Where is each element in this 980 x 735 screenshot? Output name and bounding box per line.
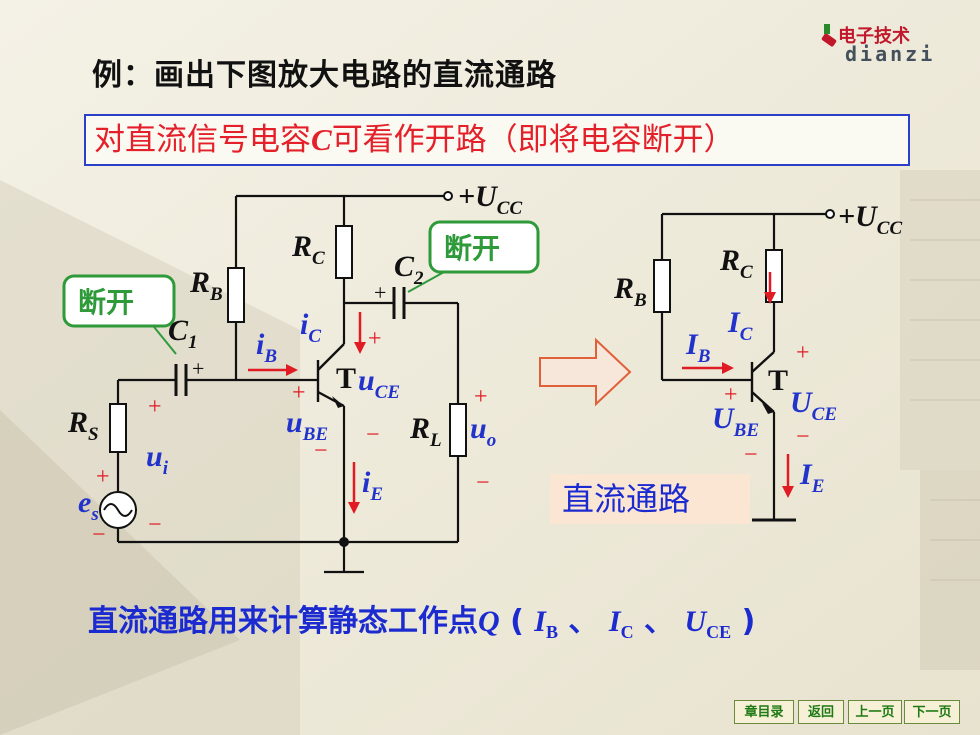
label-ib-right: IB xyxy=(685,328,710,367)
label-c2: C2 xyxy=(394,250,424,289)
bottom-uce: U xyxy=(684,605,707,638)
minus-es: − xyxy=(92,522,106,548)
callout-text-2: 断开 xyxy=(444,232,500,265)
minus-ube: − xyxy=(314,438,328,464)
plus-ube: + xyxy=(292,380,306,406)
label-rb-right: RB xyxy=(613,272,647,311)
label-rb-left: RB xyxy=(189,266,223,305)
logo-text-cn: 电子技术 xyxy=(838,26,910,47)
vcc-terminal-right xyxy=(825,209,835,219)
note-symbol: C xyxy=(311,122,332,157)
plus-c1: + xyxy=(192,356,204,381)
callout-open-2 xyxy=(407,220,540,293)
next-page-button[interactable]: 下一页 xyxy=(904,700,960,724)
label-vcc-left: +UCC xyxy=(458,180,522,219)
right-current-arrows xyxy=(682,272,794,498)
label-rs: RS xyxy=(67,406,99,445)
transform-arrow xyxy=(539,337,632,407)
transistor-right xyxy=(750,351,775,413)
bottom-ic: I xyxy=(608,605,621,638)
logo-icon xyxy=(821,24,837,47)
minus-ui: − xyxy=(148,512,162,538)
label-rl: RL xyxy=(409,412,442,451)
label-transistor-left: T xyxy=(336,362,356,395)
minus-ube-right: − xyxy=(744,442,758,468)
rs-resistor xyxy=(109,403,127,453)
page-title: 例：画出下图放大电路的直流通路 xyxy=(92,58,557,93)
label-vcc-right: +UCC xyxy=(838,200,902,239)
minus-uo: − xyxy=(476,470,490,496)
note-box: 对直流信号电容C可看作开路（即将电容断开） xyxy=(84,114,910,166)
label-ie-left: iE xyxy=(362,466,383,505)
label-ube-right: UBE xyxy=(712,402,759,441)
bottom-sep2: 、 xyxy=(633,604,685,639)
c1-capacitor xyxy=(174,364,188,396)
label-es: es xyxy=(78,486,99,525)
note-prefix: 对直流信号电容 xyxy=(94,122,311,158)
logo-text-en: dianzi xyxy=(845,42,936,66)
plus-uce: + xyxy=(368,326,382,352)
callout-open-1 xyxy=(62,274,177,355)
bottom-uce-sub: CE xyxy=(706,622,732,642)
plus-uo: + xyxy=(474,384,488,410)
emitter-arrow-right xyxy=(762,403,774,414)
plus-rs: + xyxy=(148,394,162,420)
back-button[interactable]: 返回 xyxy=(798,700,844,724)
vcc-terminal-left xyxy=(443,191,453,201)
bottom-sep1: 、 xyxy=(557,604,609,639)
sine-icon xyxy=(103,503,133,517)
label-transistor-right: T xyxy=(768,364,788,397)
dc-path-label: 直流通路 xyxy=(562,480,690,518)
bottom-q: Q xyxy=(478,605,500,638)
minus-uce: − xyxy=(366,422,380,448)
plus-uce-right: + xyxy=(796,340,810,366)
bottom-statement: 直流通路用来计算静态工作点Q ( IB 、 IC 、 UCE ) xyxy=(88,596,755,643)
ground-node-left xyxy=(339,537,349,547)
bottom-ib: I xyxy=(534,605,546,638)
rl-resistor xyxy=(449,403,467,457)
callout-text-1: 断开 xyxy=(78,286,134,319)
rc-resistor-left xyxy=(335,225,353,279)
plus-c2: + xyxy=(374,280,386,305)
bottom-ib-sub: B xyxy=(545,622,558,642)
right-circuit-wires xyxy=(660,212,826,522)
plus-es: + xyxy=(96,464,110,490)
c2-capacitor xyxy=(392,287,406,319)
label-rc-right: RC xyxy=(719,244,753,283)
label-rc-left: RC xyxy=(291,230,325,269)
label-uce-right: UCE xyxy=(790,386,837,425)
logo xyxy=(821,24,837,47)
label-ic-left: iC xyxy=(300,308,321,347)
bottom-paren-open: ( xyxy=(499,604,535,639)
prev-page-button[interactable]: 上一页 xyxy=(848,700,902,724)
rb-resistor-left xyxy=(227,267,245,323)
emitter-arrow-left xyxy=(332,396,344,408)
label-ui: ui xyxy=(146,440,169,479)
label-ic-right: IC xyxy=(727,306,753,345)
minus-uce-right: − xyxy=(796,424,810,450)
bottom-paren-close: ) xyxy=(731,604,756,639)
left-circuit-wires xyxy=(116,194,460,574)
label-ube-left: uBE xyxy=(286,406,328,445)
left-current-arrows xyxy=(248,312,366,514)
bottom-prefix: 直流通路用来计算静态工作点 xyxy=(88,604,478,639)
note-suffix: 可看作开路（即将电容断开） xyxy=(331,122,735,158)
label-ib-left: iB xyxy=(256,328,277,367)
label-uce-left: uCE xyxy=(358,364,400,403)
label-ie-right: IE xyxy=(799,458,824,497)
plus-ube-right: + xyxy=(724,382,738,408)
dc-path-label-box xyxy=(550,474,750,524)
contents-button[interactable]: 章目录 xyxy=(734,700,794,724)
label-uo: uo xyxy=(470,412,496,451)
bottom-ic-sub: C xyxy=(620,622,634,642)
rb-resistor-right xyxy=(653,259,671,313)
label-c1: C1 xyxy=(168,314,198,353)
